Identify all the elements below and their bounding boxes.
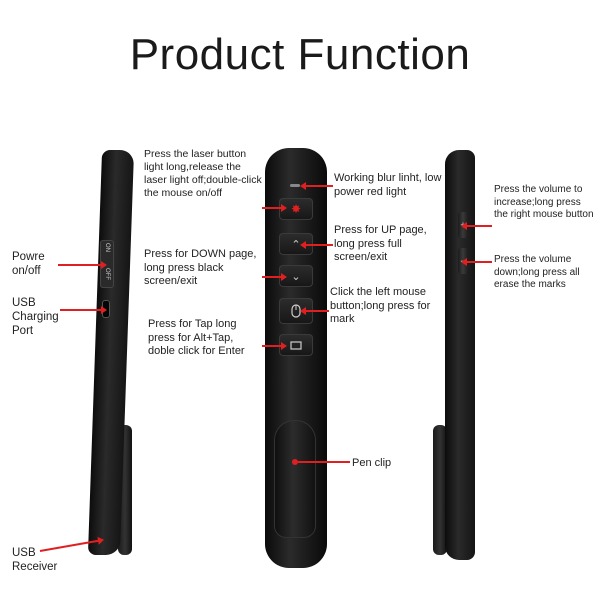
chevron-up-icon: ⌃: [291, 238, 301, 251]
window-icon: [290, 340, 302, 350]
switch-off-text: OFF: [104, 268, 110, 280]
label-tab: Press for Tap long press for Alt+Tap, do…: [148, 318, 245, 357]
arrow-left-mouse: [300, 307, 329, 315]
power-switch: ON OFF: [100, 240, 114, 288]
right-device-clip: [433, 425, 447, 555]
label-pen-clip: Pen clip: [352, 457, 392, 469]
label-up: Press for UP page, long press full scree…: [334, 224, 427, 263]
label-down: Press for DOWN page, long press black sc…: [144, 248, 257, 287]
label-power: Powre on/off: [12, 251, 45, 277]
page-title: Product Function: [129, 30, 471, 79]
line-pen-clip: [298, 461, 350, 463]
label-usb-receiver: USB Receiver: [12, 547, 58, 573]
tab-button: [279, 334, 313, 356]
arrow-volume-down: [461, 258, 492, 266]
arrow-laser: [262, 204, 287, 212]
laser-icon: ✸: [290, 202, 302, 216]
chevron-down-icon: ⌄: [291, 270, 301, 283]
switch-on-text: ON: [104, 243, 110, 252]
label-volume-up: Press the volume to increase;long press …: [494, 184, 594, 220]
label-laser: Press the laser button light long,releas…: [144, 148, 262, 199]
label-working-light: Working blur linht, low power red light: [334, 172, 442, 198]
arrow-usb-port: [60, 306, 107, 314]
arrow-tab: [262, 342, 287, 350]
laser-button: ✸: [279, 198, 313, 220]
arrow-power: [58, 261, 107, 269]
pen-clip: [274, 420, 316, 538]
up-button: ⌃: [279, 233, 313, 255]
label-usb-port: USB Charging Port: [12, 297, 59, 337]
pen-clip-marker: [292, 459, 298, 465]
arrow-volume-up: [461, 222, 492, 230]
arrow-up: [300, 241, 333, 249]
label-volume-down: Press the volume down;long press all era…: [494, 254, 580, 290]
arrow-down: [262, 273, 287, 281]
arrow-working-light: [300, 182, 333, 190]
label-left-mouse: Click the left mouse button;long press f…: [330, 286, 431, 325]
working-light-led: [290, 184, 300, 187]
down-button: ⌄: [279, 265, 313, 287]
